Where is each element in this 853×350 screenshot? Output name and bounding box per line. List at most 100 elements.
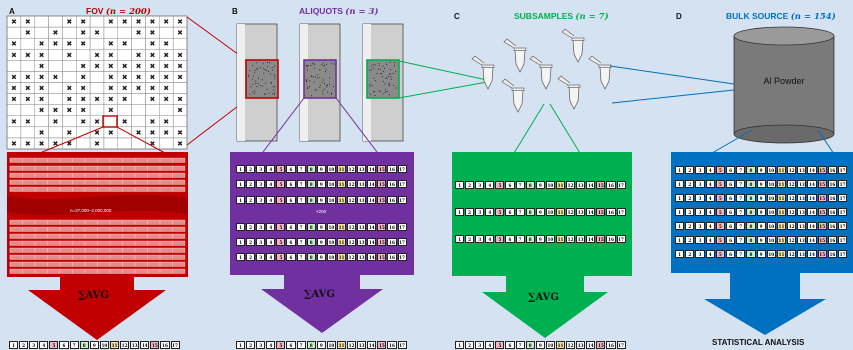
fov-particle: ✖ [177,74,183,81]
particle-dot [329,83,331,85]
strip-cell: 1 [675,166,685,174]
strip-cell: 7 [515,208,525,216]
strip-cell: 16 [827,236,837,244]
strip-cell: 7 [296,223,306,231]
particle-dot [255,80,257,82]
microtube-body [514,49,526,73]
particle-dot [256,86,258,88]
fov-particle: ✖ [66,19,72,26]
strip-cell: 5 [276,165,286,173]
particle-dot [330,92,332,94]
strip-cell: 14 [367,341,377,349]
fov-particle: ✖ [39,108,45,115]
fov-particle: ✖ [136,63,142,70]
microtube-icon [471,55,495,90]
particle-dot [313,67,315,69]
particle-dot [310,75,312,77]
particle-dot [254,69,256,71]
particle-dot [316,77,318,79]
particle-dot [312,76,314,78]
strip-cell: 15 [817,208,827,216]
strip-cell: 13 [576,208,586,216]
strip-cell: 13 [357,223,367,231]
fov-particle: ✖ [94,30,100,37]
strip-cell: 14 [586,341,596,349]
strip-cell: 16 [606,208,616,216]
particle-dot [326,63,328,65]
microtube-body [568,86,580,110]
microtube-lid [529,55,543,66]
strip-cell: 11 [555,208,566,216]
particle-dot [254,72,256,74]
strip-cell: 6 [725,222,736,230]
fov-particle: ✖ [136,130,142,137]
fov-particle: ✖ [94,97,100,104]
strip-cell: 15 [817,250,827,258]
strip-cell: 8 [306,223,316,231]
strip-cell: 1 [455,181,465,189]
particle-dot [370,69,372,71]
strip-cell: 3 [256,238,266,246]
strip-cell: 16 [387,253,397,261]
fov-particle: ✖ [122,19,128,26]
strip-cell: 14 [807,194,817,202]
panel-d-letter: D [676,12,682,21]
microtube-lid [561,28,575,39]
strip-cell: 4 [705,222,715,230]
strip-cell: 1 [236,180,246,188]
strip-cell: 11 [776,222,787,230]
particle-dot [389,85,391,87]
strip-cell: 8 [306,253,316,261]
strip-cell: 4 [705,166,715,174]
strip-cell: 13 [357,238,367,246]
particle-dot [392,72,394,74]
strip-cell: 15 [596,235,606,243]
strip-cell: 14 [807,222,817,230]
particle-dot [313,81,315,83]
fov-particle: ✖ [108,108,114,115]
fov-particle: ✖ [66,41,72,48]
fov-particle: ✖ [149,41,155,48]
strip-cell: 10 [545,181,555,189]
fov-particle: ✖ [80,74,86,81]
strip-cell: 8 [525,208,535,216]
strip-cell: 14 [367,196,377,204]
particle-dot [383,93,385,95]
particle-dot [385,88,387,90]
strip-cell: 6 [286,223,296,231]
fov-particle: ✖ [136,52,142,59]
particle-dot [274,78,276,80]
particle-dot [311,63,313,65]
strip-cell: 10 [545,235,555,243]
particle-dot [325,71,327,73]
particle-dot [264,69,266,71]
aliquot-multiplier-note: ×200 [316,209,327,214]
strip-cell: 6 [725,250,736,258]
strip-cell: 2 [19,341,29,349]
strip-cell: 17 [397,180,407,188]
particle-dot [319,86,321,88]
strip-cell: 3 [695,222,705,230]
strip-cell: 1 [675,236,685,244]
panel-b-title: ALIQUOTS (n = 3) [299,6,378,17]
strip-cell: 15 [596,181,606,189]
strip-cell: 6 [725,236,736,244]
fov-particle: ✖ [177,130,183,137]
sum-arrow-b [261,275,383,333]
particle-dot [263,93,265,95]
particle-dot [256,68,258,70]
fov-particle: ✖ [25,52,31,59]
fov-particle: ✖ [163,119,169,126]
fov-particle: ✖ [39,63,45,70]
fov-particle: ✖ [149,19,155,26]
strip-cell: 4 [266,253,276,261]
particle-dot [307,64,309,66]
strip-cell: 17 [838,166,848,174]
strip-cell: 7 [515,341,525,349]
fov-zoom-line-right [116,126,166,154]
strip-cell: 12 [787,236,797,244]
fov-particle: ✖ [122,74,128,81]
particle-dot [268,92,270,94]
strip-cell: 10 [326,165,336,173]
